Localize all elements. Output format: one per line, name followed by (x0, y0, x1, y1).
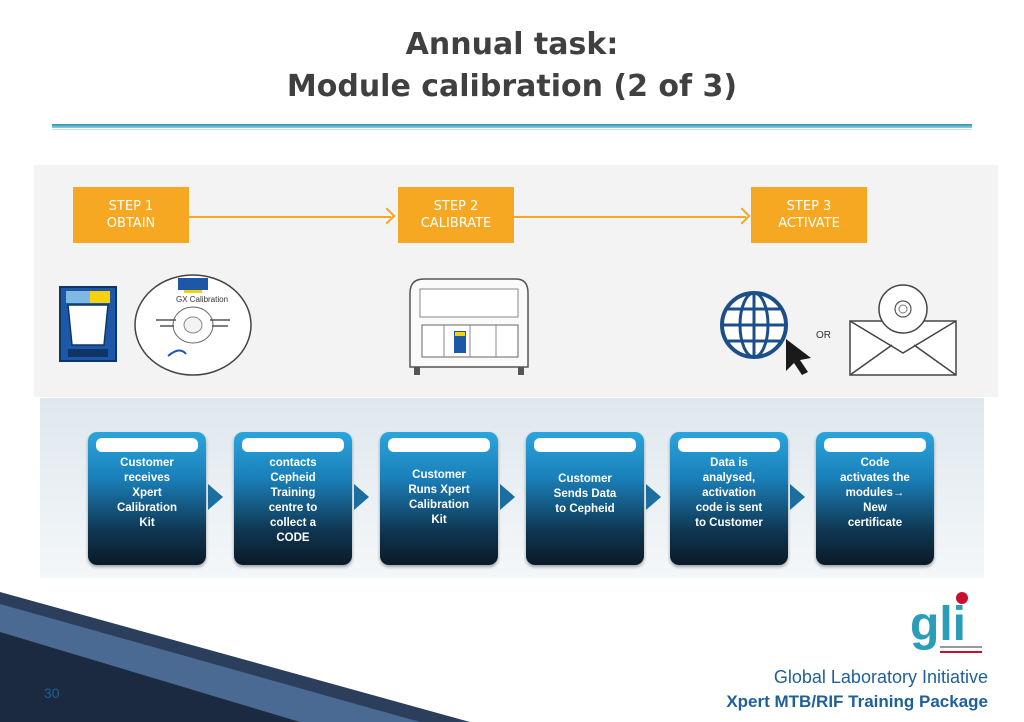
step-1-label: OBTAIN (106, 216, 156, 231)
step-1-banner: STEP 1 OBTAIN (73, 187, 189, 243)
process-box-4-text: Customer Sends Data to Cepheid (553, 473, 617, 515)
step-3-banner: STEP 3 ACTIVATE (751, 187, 867, 243)
process-box-4: Customer Sends Data to Cepheid (526, 432, 644, 565)
process-box-3-cap (388, 438, 490, 452)
process-box-6-cap (824, 438, 926, 452)
process-box-2-text: contacts Cepheid Training centre to coll… (268, 457, 318, 544)
cd-label: GX Calibration (176, 295, 229, 304)
process-arrow-5 (790, 484, 805, 510)
step-2-to-3-arrow (514, 216, 746, 218)
process-box-6: Code activates the modules→ New certific… (816, 432, 934, 565)
footer-org: Global Laboratory Initiative (773, 667, 988, 687)
step-1-to-2-arrow (189, 216, 391, 218)
step-3-label: ACTIVATE (778, 216, 840, 231)
process-box-3-text: Customer Runs Xpert Calibration Kit (408, 469, 470, 526)
process-box-2-cap (242, 438, 344, 452)
process-arrow-1 (208, 484, 223, 510)
page-number: 30 (44, 685, 60, 701)
process-box-1: Customer receives Xpert Calibration Kit (88, 432, 206, 565)
process-box-3: Customer Runs Xpert Calibration Kit (380, 432, 498, 565)
logo-text: gli (910, 598, 966, 651)
process-box-6-text: Code activates the modules→ New certific… (840, 457, 910, 529)
title-divider (52, 124, 972, 128)
or-label: OR (816, 330, 831, 341)
genexpert-instrument-icon (409, 278, 529, 375)
process-arrow-4 (646, 484, 661, 510)
slide-title: Annual task: Module calibration (2 of 3) (0, 24, 1024, 108)
globe-cursor-icon (720, 291, 811, 375)
process-box-5: Data is analysed, activation code is sen… (670, 432, 788, 565)
process-box-1-text: Customer receives Xpert Calibration Kit (116, 457, 178, 529)
envelope-disc-icon (849, 284, 957, 376)
process-box-5-text: Data is analysed, activation code is sen… (695, 457, 763, 529)
step-2-number: STEP 2 (433, 199, 479, 214)
corner-decoration (0, 592, 470, 722)
step-2-banner: STEP 2 CALIBRATE (398, 187, 514, 243)
title-divider-highlight (52, 129, 972, 130)
step-3-number: STEP 3 (786, 199, 832, 214)
process-arrow-3 (500, 484, 515, 510)
footer-package: Xpert MTB/RIF Training Package (726, 692, 988, 711)
gli-logo-icon: gli (910, 592, 982, 653)
process-box-1-cap (96, 438, 198, 452)
process-box-4-cap (534, 438, 636, 452)
calibration-cd-icon (134, 274, 252, 376)
process-arrow-2 (354, 484, 369, 510)
title-line-2: Module calibration (2 of 3) (286, 69, 738, 104)
step-2-label: CALIBRATE (420, 216, 492, 231)
calibration-cartridge-icon (59, 286, 117, 362)
process-box-2: contacts Cepheid Training centre to coll… (234, 432, 352, 565)
title-line-1: Annual task: (405, 27, 619, 62)
process-box-5-cap (678, 438, 780, 452)
step-1-number: STEP 1 (108, 199, 154, 214)
